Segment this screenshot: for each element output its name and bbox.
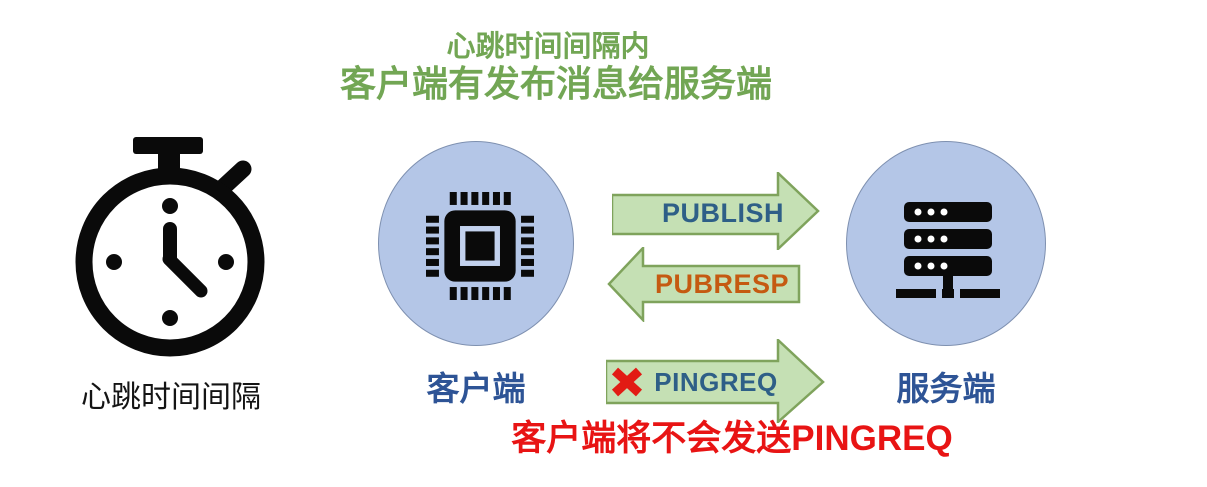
heading-line-2: 客户端有发布消息给服务端 [339, 63, 772, 104]
pingreq-row: PINGREQ [612, 360, 778, 404]
publish-arrow-right-icon [612, 172, 820, 250]
server-rack-icon [896, 202, 1000, 298]
red-cross-icon [612, 367, 643, 397]
client-label: 客户端 [426, 370, 526, 407]
cpu-chip-icon [426, 192, 534, 300]
pubresp-label: PUBRESP [654, 269, 790, 299]
timer-label: 心跳时间间隔 [81, 381, 261, 414]
pingreq-arrow-right-icon [606, 339, 825, 423]
stopwatch-icon [75, 137, 265, 357]
publish-label: PUBLISH [661, 198, 784, 228]
pubresp-arrow-left-icon [607, 247, 801, 322]
heading-line-1: 心跳时间间隔内 [446, 31, 650, 63]
server-label: 服务端 [896, 370, 996, 407]
pingreq-label: PINGREQ [654, 366, 778, 397]
footer-note: 客户端将不会发送PINGREQ [511, 419, 953, 458]
